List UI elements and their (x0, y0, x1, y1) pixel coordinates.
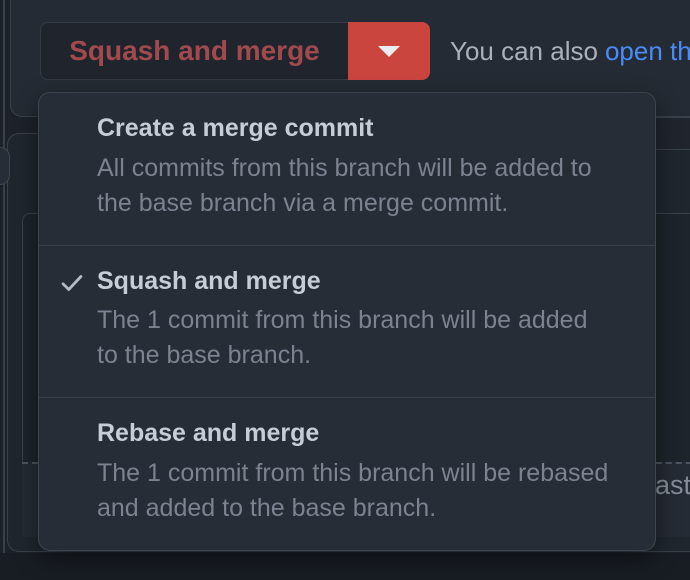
open-this-link[interactable]: open thi (604, 35, 690, 66)
menu-item-title: Rebase and merge (97, 419, 320, 447)
menu-item-description: The 1 commit from this branch will be re… (97, 458, 609, 522)
menu-item-create-merge-commit[interactable]: Create a merge commit All commits from t… (39, 93, 655, 245)
menu-item-description: All commits from this branch will be add… (97, 153, 592, 217)
menu-item-description: The 1 commit from this branch will be ad… (97, 306, 588, 369)
content-column-border (3, 0, 5, 553)
right-edge-box-fragment (650, 117, 690, 150)
avatar-fragment (0, 147, 10, 185)
chevron-down-icon (378, 45, 400, 57)
merge-alternative-text: You can also open thi (450, 22, 690, 80)
merge-alternative-text-static: You can also (450, 35, 598, 66)
menu-item-squash-and-merge[interactable]: Squash and merge The 1 commit from this … (39, 244, 655, 398)
check-icon (61, 274, 83, 291)
menu-item-rebase-and-merge[interactable]: Rebase and merge The 1 commit from this … (39, 397, 655, 550)
squash-and-merge-button-label: Squash and merge (69, 35, 320, 66)
squash-and-merge-button[interactable]: Squash and merge (40, 22, 348, 80)
menu-item-title: Create a merge commit (97, 114, 374, 142)
menu-item-title: Squash and merge (97, 266, 321, 295)
merge-options-dropdown: Create a merge commit All commits from t… (38, 92, 656, 551)
clipped-text-fragment: ast (655, 470, 690, 500)
page-bottom-strip (0, 553, 690, 580)
merge-options-caret-button[interactable] (348, 22, 430, 80)
